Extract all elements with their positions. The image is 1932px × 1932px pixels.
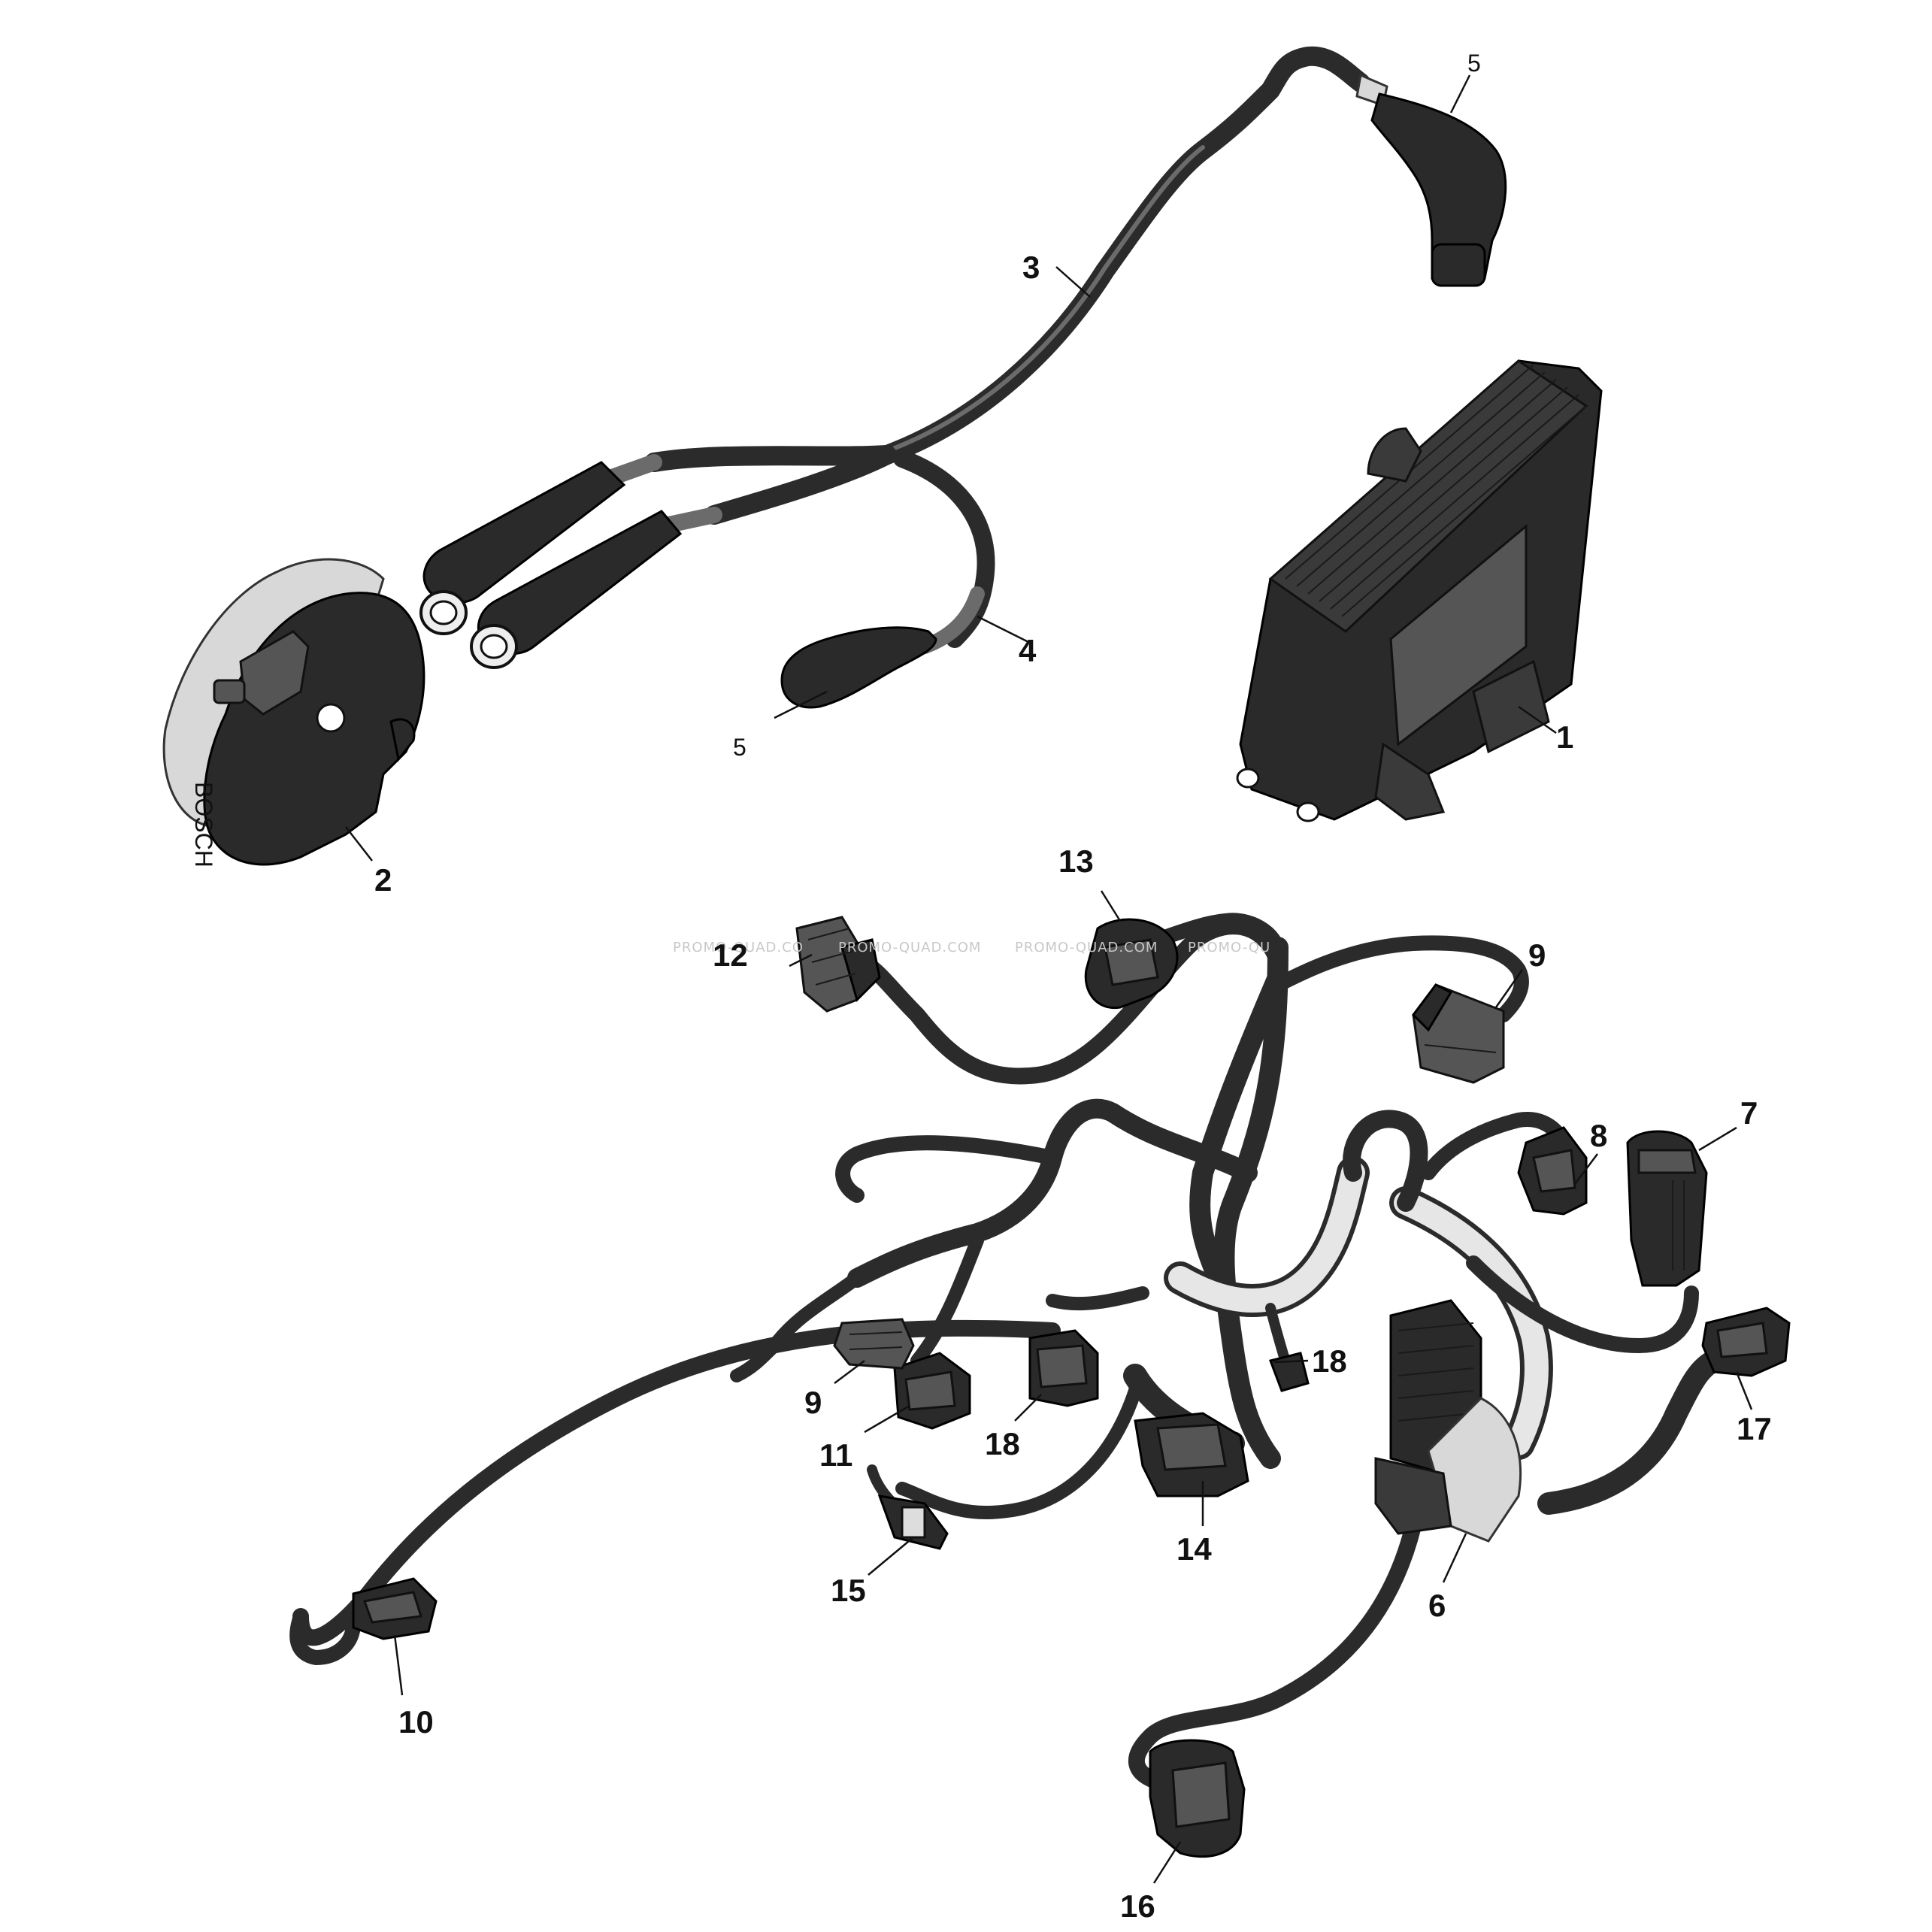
spark-plug-boot-top: [1355, 73, 1507, 287]
watermark-2: PROMO-QUAD.COM: [838, 940, 981, 955]
coil-brand-logo: BOSCH: [190, 782, 217, 868]
watermark-3: PROMO-QUAD.COM: [1015, 940, 1158, 955]
watermark-1: PROMO-QUAD.CO: [673, 940, 804, 955]
callout-18-left: 18: [985, 1426, 1020, 1461]
connector-10: [352, 1577, 438, 1640]
high-tension-lead: [593, 46, 1370, 654]
callout-18-right: 18: [1312, 1343, 1347, 1379]
callout-14: 14: [1176, 1531, 1212, 1567]
connector-8: [1517, 1126, 1588, 1216]
callout-8: 8: [1590, 1118, 1607, 1153]
connector-14: [1134, 1412, 1249, 1497]
connector-6-ecm-harness: [1374, 1299, 1522, 1543]
ignition-coil: BOSCH: [162, 558, 425, 868]
callout-3: 3: [1022, 250, 1040, 285]
connector-11: [893, 1352, 971, 1430]
callout-1: 1: [1556, 719, 1573, 755]
connector-16: [1149, 1739, 1246, 1858]
callout-4: 4: [1019, 633, 1037, 668]
connector-15: [877, 1494, 949, 1550]
callout-2: 2: [374, 862, 392, 898]
callout-6: 6: [1428, 1588, 1446, 1623]
watermarks: PROMO-QUAD.CO PROMO-QUAD.COM PROMO-QUAD.…: [673, 940, 1270, 955]
spark-plug-boot-bottom: [780, 626, 937, 709]
callout-13: 13: [1058, 843, 1094, 879]
callout-12: 12: [713, 937, 748, 973]
callout-labels: 5 3 4 5 1 2 13 12 9 7 8 18 9 11 18 14 17…: [374, 50, 1772, 1924]
callout-5-top: 5: [1467, 50, 1481, 77]
engine-control-module: [1236, 359, 1603, 822]
callout-10: 10: [398, 1704, 434, 1740]
callout-9-top: 9: [1528, 937, 1546, 973]
callout-9-bottom: 9: [804, 1385, 822, 1420]
callout-5-bottom: 5: [733, 734, 746, 761]
callout-16: 16: [1120, 1888, 1155, 1924]
callout-leaders: [345, 74, 1753, 1884]
connector-9-bottom: [833, 1318, 915, 1370]
watermark-4: PROMO-QU: [1188, 940, 1270, 955]
callout-11: 11: [819, 1437, 852, 1473]
callout-15: 15: [831, 1573, 866, 1608]
connector-18-right: [1269, 1352, 1310, 1392]
connector-18-left: [1028, 1329, 1099, 1407]
callout-7: 7: [1740, 1095, 1758, 1131]
connector-12: [795, 916, 881, 1013]
coil-towers: [419, 461, 683, 669]
connector-6-pin-grid: [1398, 1322, 1474, 1422]
connector-17: [1701, 1307, 1791, 1377]
connector-7: [1626, 1130, 1708, 1287]
connector-9-top: [1412, 983, 1505, 1084]
callout-17: 17: [1737, 1411, 1772, 1446]
connector-13: [1084, 918, 1179, 1010]
